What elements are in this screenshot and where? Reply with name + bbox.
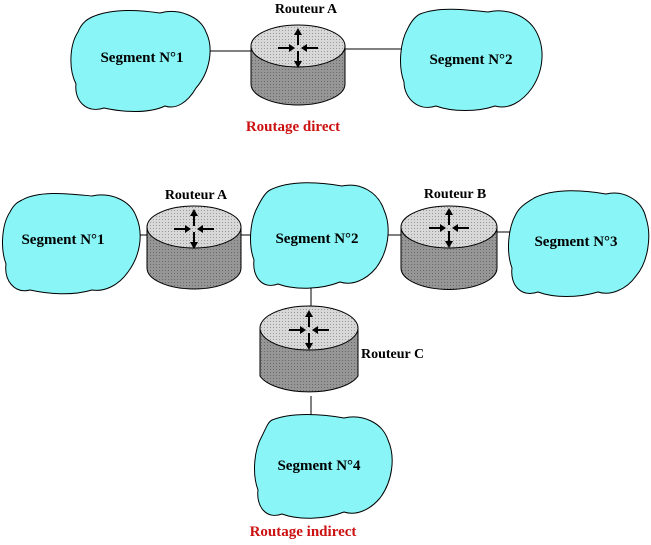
router-b — [400, 205, 498, 290]
segment-1-label: Segment N°1 — [21, 232, 104, 248]
caption-indirect: Routage indirect — [250, 524, 357, 540]
cloud-segment-3 — [508, 190, 650, 297]
segment-4-label: Segment N°4 — [277, 458, 361, 474]
segment-2-label: Segment N°2 — [275, 231, 358, 247]
cloud-segment-1 — [70, 9, 211, 112]
router-b-label: Routeur B — [424, 187, 486, 202]
segment-2-label: Segment N°2 — [429, 52, 512, 68]
router-a-label: Routeur A — [275, 2, 338, 17]
cloud-segment-1b — [2, 193, 141, 295]
router-c — [259, 305, 359, 393]
router-c-label: Routeur C — [361, 347, 424, 362]
indirect-routing: Routeur A Routeur B Routeur C Segment N°… — [2, 182, 650, 540]
direct-routing: Routeur A Segment N°1 Segment N°2 Routag… — [70, 2, 543, 135]
caption-direct: Routage direct — [246, 119, 340, 135]
cloud-segment-2 — [400, 8, 543, 111]
router-a-indirect — [146, 205, 242, 290]
cloud-segment-4 — [254, 414, 393, 519]
segment-3-label: Segment N°3 — [534, 234, 617, 250]
segment-1-label: Segment N°1 — [100, 50, 183, 66]
cloud-segment-2b — [250, 182, 389, 289]
router-a-label: Routeur A — [165, 188, 228, 203]
router-a-direct — [250, 24, 346, 106]
